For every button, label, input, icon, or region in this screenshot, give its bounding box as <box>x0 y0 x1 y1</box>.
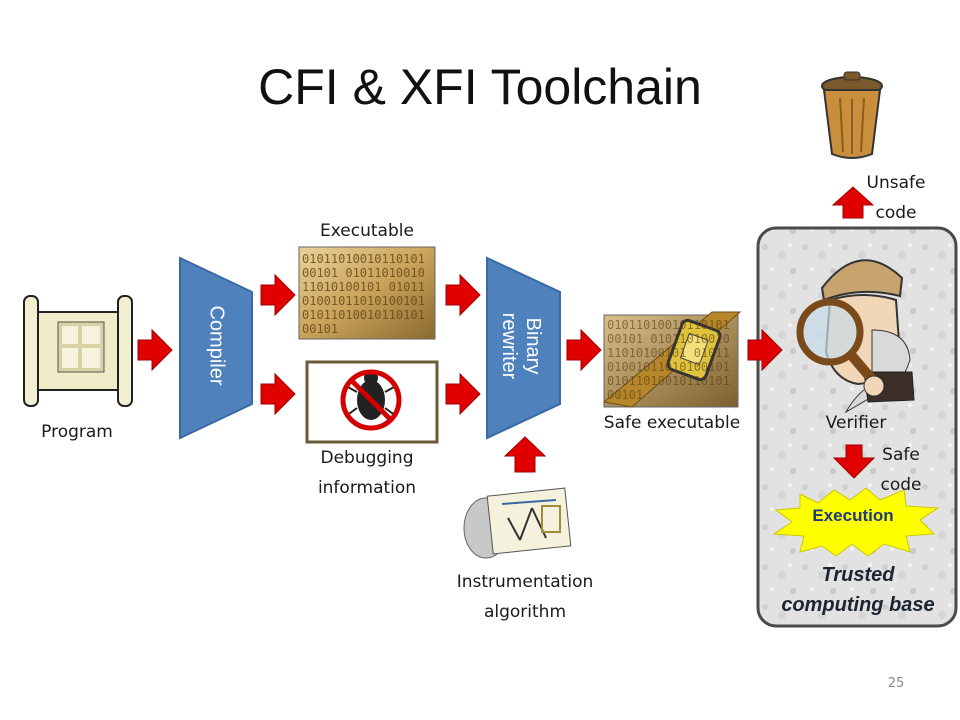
arrow-program-to-compiler <box>137 328 173 372</box>
arrow-executable-to-rewriter <box>445 273 481 317</box>
safe-executable-binary-text: 0101101001011010100101 01011010010110101… <box>607 318 730 402</box>
binary-rewriter-label: Binary rewriter <box>497 291 545 401</box>
binary-rewriter-label-line-1: Binary <box>522 317 544 375</box>
safe-code-label: Safe code <box>866 440 936 500</box>
compiler-block <box>179 256 253 440</box>
program-label: Program <box>41 422 113 442</box>
debugging-info-label-line-2: information <box>317 478 417 498</box>
trusted-computing-base-label: Trusted computing base <box>760 560 956 620</box>
execution-label: Execution <box>812 506 894 525</box>
safe-code-label-line-2: code <box>880 475 922 495</box>
verifier-label: Verifier <box>825 413 887 433</box>
arrow-instrumentation-to-rewriter <box>503 436 547 473</box>
flow-arrows <box>137 186 876 479</box>
page-number: 25 <box>887 676 905 691</box>
debugging-info-label-line-1: Debugging <box>320 448 414 468</box>
executable-label: Executable <box>320 221 414 241</box>
arrow-rewriter-to-safe-exec <box>566 328 602 372</box>
trusted-computing-base-label-line-1: Trusted <box>821 564 895 586</box>
trash-can-icon <box>821 71 883 159</box>
arrow-debug-to-rewriter <box>445 372 481 416</box>
unsafe-code-label-line-2: code <box>875 203 917 223</box>
debugging-info-label: Debugging information <box>292 443 442 503</box>
instrumentation-algorithm-label-line-1: Instrumentation <box>456 572 594 592</box>
unsafe-code-label-line-1: Unsafe <box>866 173 926 193</box>
instrumentation-algorithm-label-line-2: algorithm <box>483 602 567 622</box>
trusted-computing-base-label-line-2: computing base <box>781 594 935 616</box>
debugging-info-image <box>305 360 439 444</box>
safe-executable-label: Safe executable <box>603 413 741 433</box>
instrumentation-algorithm-label: Instrumentation algorithm <box>430 567 620 627</box>
arrow-verifier-to-execution <box>832 444 876 479</box>
arrow-compiler-to-debug <box>260 372 296 416</box>
arrow-verifier-to-unsafe <box>831 186 875 219</box>
compiler-label: Compiler <box>205 305 228 386</box>
arrow-compiler-to-executable <box>260 273 296 317</box>
verifier-detective-icon <box>796 259 915 414</box>
arrow-safe-exec-to-verifier <box>747 328 783 372</box>
executable-binary-text: 0101101001011010100101 01011010010110101… <box>302 252 425 336</box>
slide-title: CFI & XFI Toolchain <box>258 59 702 115</box>
execution-starburst <box>772 487 940 557</box>
executable-image <box>298 246 436 340</box>
unsafe-code-label: Unsafe code <box>856 168 936 228</box>
instrumentation-algorithm-image <box>463 487 572 559</box>
safe-code-label-line-1: Safe <box>882 445 920 465</box>
binary-rewriter-block <box>486 256 561 440</box>
binary-rewriter-label-line-2: rewriter <box>498 312 520 380</box>
program-scroll-icon <box>23 295 133 407</box>
safe-executable-image <box>602 311 742 408</box>
